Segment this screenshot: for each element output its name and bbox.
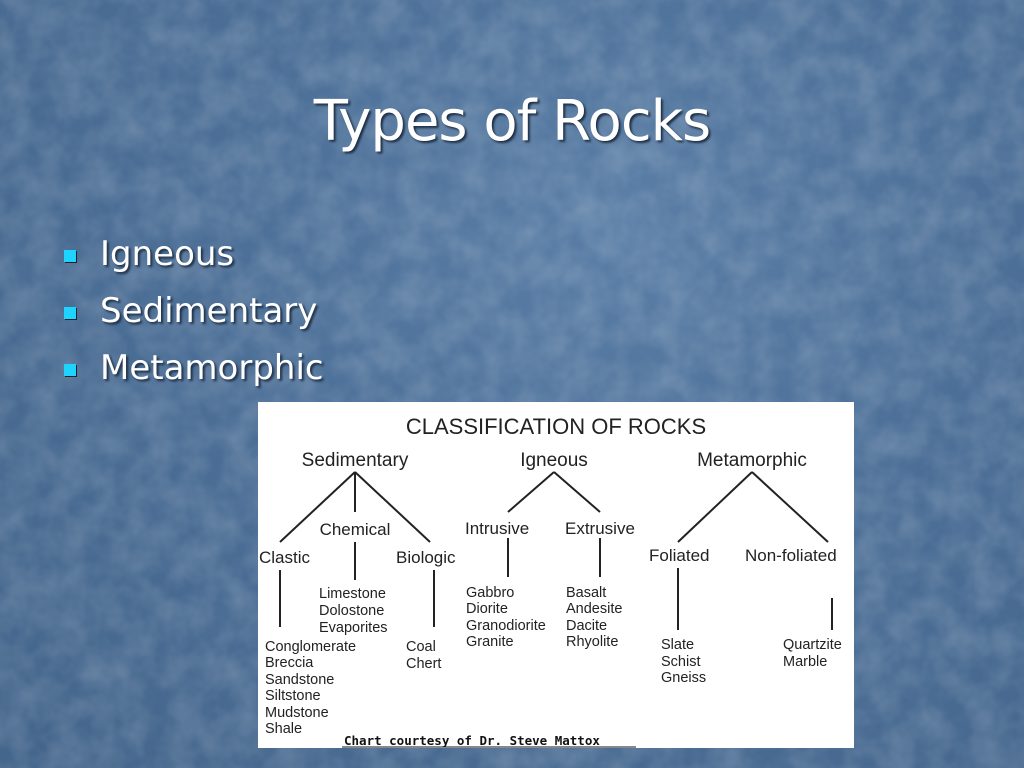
example-label: Slate [661, 637, 694, 653]
clastic-examples: Conglomerate Breccia Sandstone Siltstone… [265, 639, 356, 737]
example-label: Chert [406, 656, 441, 672]
example-label: Diorite [466, 601, 508, 617]
subtype-non-foliated: Non-foliated [745, 546, 837, 565]
square-bullet-icon [64, 307, 76, 319]
subtype-chemical: Chemical [320, 520, 391, 539]
example-label: Gneiss [661, 670, 706, 686]
square-bullet-icon [64, 250, 76, 262]
subtype-clastic: Clastic [259, 548, 311, 567]
extrusive-examples: Basalt Andesite Dacite Rhyolite [566, 585, 622, 650]
square-bullet-icon [64, 364, 76, 376]
subtype-foliated: Foliated [649, 546, 709, 565]
example-label: Basalt [566, 585, 606, 601]
example-label: Marble [783, 654, 827, 670]
example-label: Limestone [319, 586, 386, 602]
connector-line [507, 471, 555, 513]
chemical-examples: Limestone Dolostone Evaporites [319, 586, 388, 636]
tree-connectors [279, 471, 833, 630]
connector-line [751, 471, 829, 543]
subtype-biologic: Biologic [396, 548, 456, 567]
bullet-list: Igneous Sedimentary Metamorphic [62, 230, 324, 401]
example-label: Granodiorite [466, 618, 546, 634]
category-sedimentary: Sedimentary [302, 450, 409, 471]
example-label: Quartzite [783, 637, 842, 653]
example-label: Sandstone [265, 672, 334, 688]
example-label: Conglomerate [265, 639, 356, 655]
bullet-label: Metamorphic [100, 348, 324, 388]
bullet-label: Igneous [100, 234, 235, 274]
connector-line [279, 471, 356, 543]
intrusive-examples: Gabbro Diorite Granodiorite Granite [466, 585, 546, 650]
connector-line [354, 471, 431, 543]
example-label: Mudstone [265, 705, 329, 721]
bullet-label: Sedimentary [100, 291, 318, 331]
subtype-extrusive: Extrusive [565, 519, 635, 538]
example-label: Gabbro [466, 585, 514, 601]
subtype-intrusive: Intrusive [465, 519, 529, 538]
foliated-examples: Slate Schist Gneiss [661, 637, 706, 686]
non-foliated-examples: Quartzite Marble [783, 637, 842, 670]
example-label: Granite [466, 634, 514, 650]
connector-line [553, 471, 601, 513]
bullet-item-metamorphic: Metamorphic [62, 344, 324, 401]
classification-diagram: CLASSIFICATION OF ROCKS Sedimentary Igne… [259, 414, 842, 748]
example-label: Rhyolite [566, 634, 618, 650]
example-label: Dolostone [319, 603, 384, 619]
example-label: Evaporites [319, 620, 388, 636]
example-label: Andesite [566, 601, 622, 617]
category-igneous: Igneous [520, 450, 588, 471]
biologic-examples: Coal Chert [406, 639, 441, 672]
classification-chart: CLASSIFICATION OF ROCKS Sedimentary Igne… [258, 402, 854, 748]
example-label: Breccia [265, 655, 314, 671]
example-label: Siltstone [265, 688, 321, 704]
bullet-item-igneous: Igneous [62, 230, 324, 287]
chart-heading: CLASSIFICATION OF ROCKS [406, 414, 706, 439]
chart-credit: Chart courtesy of Dr. Steve Mattox [344, 733, 600, 748]
connector-line [677, 471, 753, 543]
category-metamorphic: Metamorphic [697, 450, 807, 471]
slide-title: Types of Rocks [313, 89, 711, 154]
example-label: Shale [265, 721, 302, 737]
example-label: Dacite [566, 618, 607, 634]
bullet-item-sedimentary: Sedimentary [62, 287, 324, 344]
example-label: Schist [661, 654, 701, 670]
example-label: Coal [406, 639, 436, 655]
